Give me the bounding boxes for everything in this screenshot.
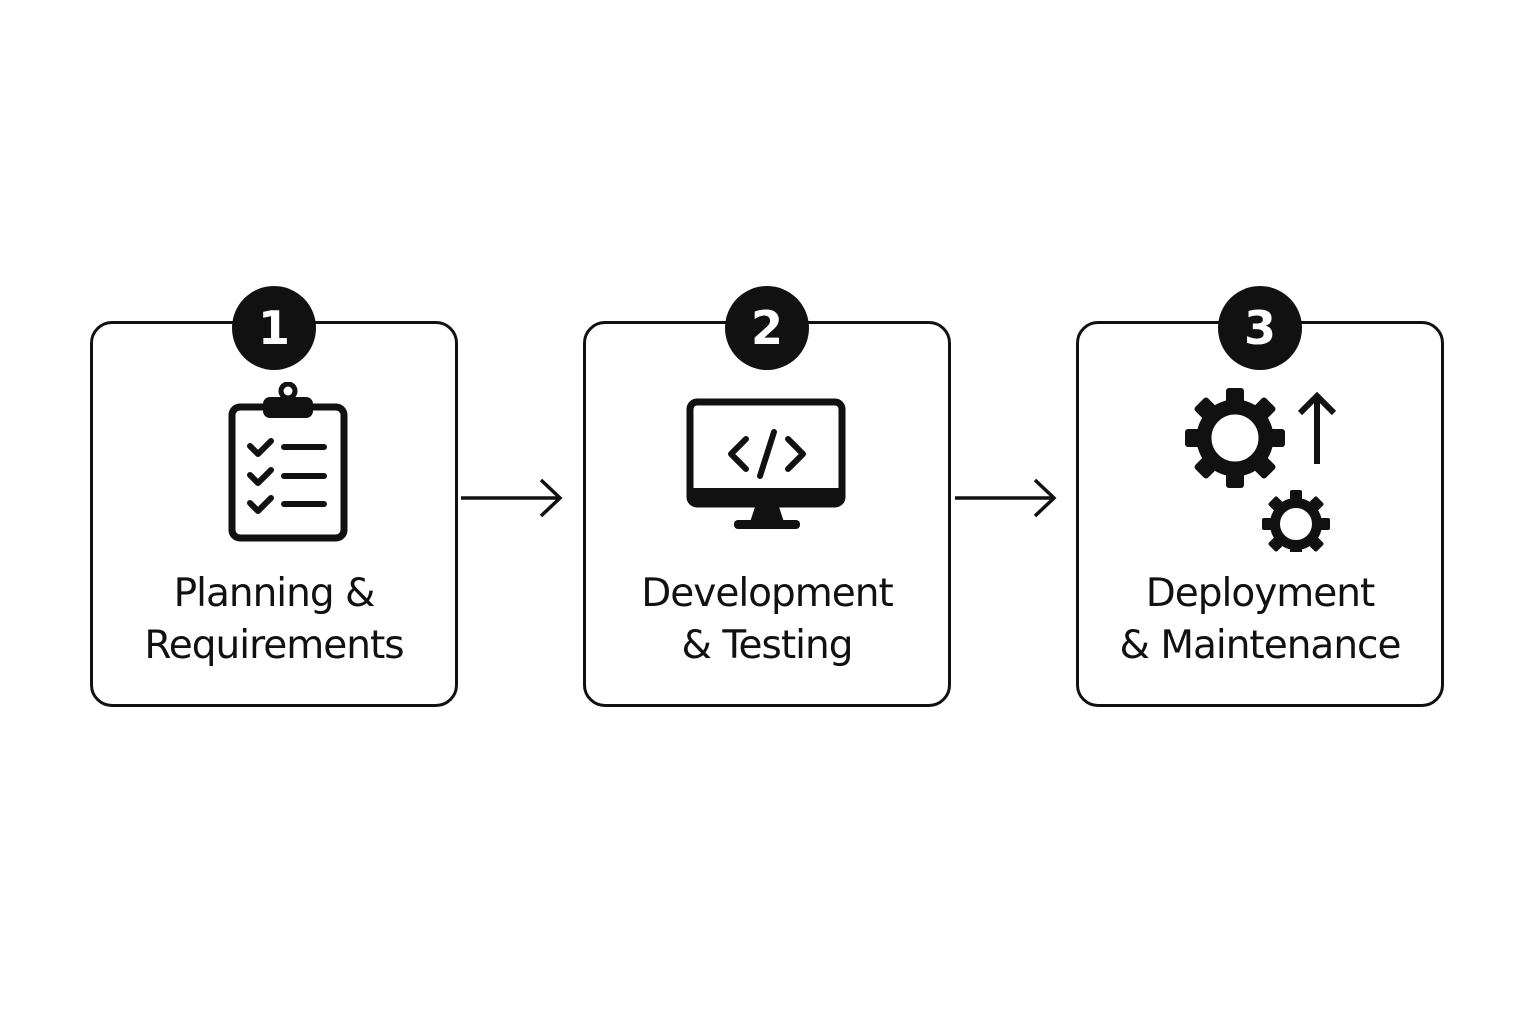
arrow-right-icon <box>459 476 569 520</box>
step-label: Development & Testing <box>586 568 948 672</box>
monitor-code-icon <box>682 382 852 552</box>
step-number-badge: 3 <box>1218 286 1302 370</box>
step-card-deployment: 3 <box>1076 286 1444 707</box>
step-number-badge: 1 <box>232 286 316 370</box>
step-label-line1: Planning & <box>173 571 376 616</box>
step-card-development: 2 Development & Testing <box>583 286 951 707</box>
step-label: Deployment & Maintenance <box>1079 568 1441 672</box>
step-card-planning: 1 Planning & Requirements <box>90 286 458 707</box>
step-label-line1: Development <box>641 571 894 616</box>
gears-upload-icon <box>1175 382 1345 552</box>
step-label-line2: & Maintenance <box>1119 623 1402 668</box>
clipboard-checklist-icon <box>189 382 359 552</box>
step-label-line2: & Testing <box>681 623 854 668</box>
step-label-line2: Requirements <box>144 623 404 668</box>
arrow-right-icon <box>953 476 1063 520</box>
step-number-badge: 2 <box>725 286 809 370</box>
step-label: Planning & Requirements <box>93 568 455 672</box>
step-label-line1: Deployment <box>1145 571 1376 616</box>
